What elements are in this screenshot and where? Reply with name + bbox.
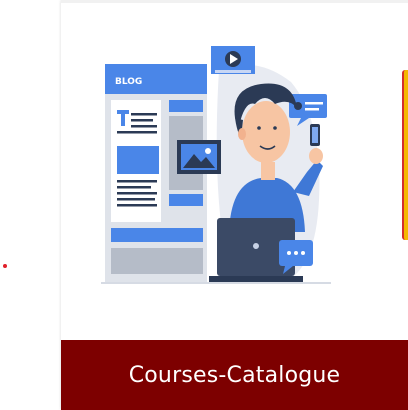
- text-icon: [117, 110, 129, 126]
- play-icon: [211, 46, 255, 74]
- image-icon: [177, 140, 221, 174]
- courses-catalogue-label: Courses-Catalogue: [128, 362, 341, 388]
- more-icon: [279, 240, 313, 274]
- edge-accent: [402, 70, 408, 240]
- laptop-icon: [209, 218, 303, 282]
- blogging-illustration: BLOG: [101, 46, 331, 284]
- decorative-dot: [3, 264, 7, 268]
- course-card[interactable]: BLOG: [61, 0, 408, 410]
- card-top-strip: [61, 0, 408, 3]
- blog-label: BLOG: [115, 77, 142, 87]
- chat-icon: [289, 94, 327, 126]
- courses-catalogue-button[interactable]: Courses-Catalogue: [61, 340, 408, 410]
- phone-icon: [310, 124, 320, 146]
